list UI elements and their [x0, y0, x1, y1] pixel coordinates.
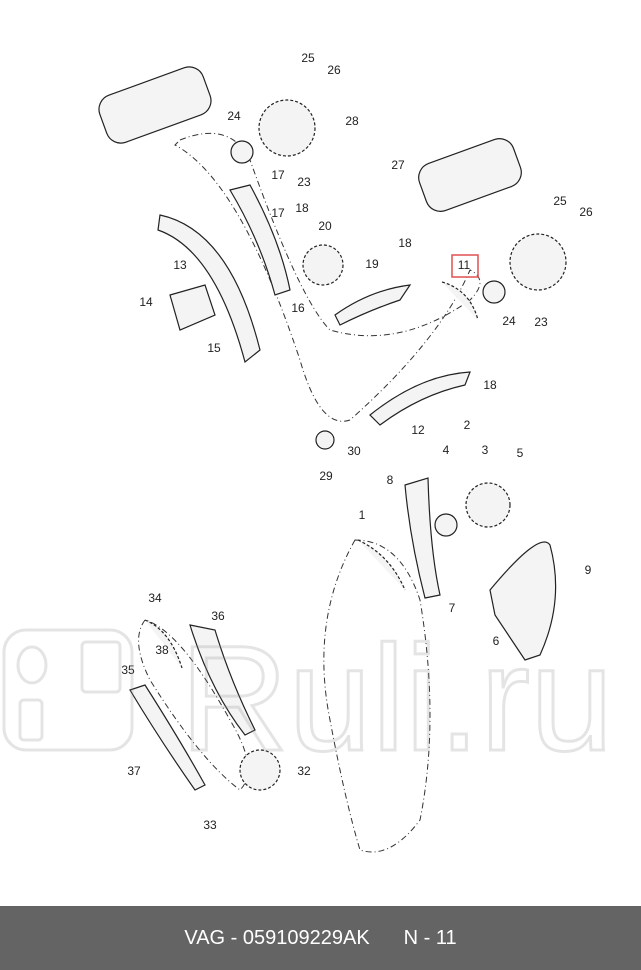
callout-label-18: 18: [483, 378, 497, 392]
callout-label-38: 38: [155, 643, 169, 657]
callout-label-19: 19: [365, 257, 379, 271]
gear-ring: [434, 513, 458, 537]
upper-timing-chain: [174, 132, 481, 422]
callout-label-30: 30: [347, 444, 361, 458]
callout-label-25: 25: [301, 51, 315, 65]
part-number: VAG - 059109229AK: [184, 926, 370, 949]
guide-rail-36: [189, 624, 256, 736]
callout-label-36: 36: [211, 609, 225, 623]
callout-label-23: 23: [297, 175, 311, 189]
callout-label-27: 27: [391, 158, 405, 172]
callout-label-18: 18: [295, 201, 309, 215]
callout-label-18: 18: [398, 236, 412, 250]
callout-label-4: 4: [443, 443, 450, 457]
callout-label-6: 6: [493, 634, 500, 648]
callout-label-8: 8: [387, 473, 394, 487]
callout-label-7: 7: [449, 601, 456, 615]
chain-section-34: [144, 619, 183, 669]
callout-label-37: 37: [127, 764, 141, 778]
callout-label-29: 29: [319, 469, 333, 483]
parts: [98, 66, 567, 791]
callout-label-24: 24: [227, 109, 241, 123]
tensioning-rail-13: [157, 214, 261, 364]
tensioning-rail-4: [404, 477, 441, 599]
callout-label-2: 2: [464, 418, 471, 432]
guide-rail-19: [334, 284, 412, 326]
chain-tensioner-14: [169, 284, 216, 331]
oil-pump-sprocket: [239, 749, 281, 791]
adjuster-hub-left: [230, 140, 254, 164]
tensioning-rail-35: [129, 684, 206, 791]
callout-label-11: 11: [458, 258, 471, 272]
callout-label-16: 16: [291, 301, 305, 315]
diagram-position: N - 11: [403, 926, 457, 949]
camshaft-sprocket-right: [509, 233, 567, 291]
callout-label-12: 12: [411, 423, 425, 437]
chain-section-1: [357, 539, 406, 591]
callout-label-5: 5: [517, 446, 524, 460]
chain-section-11: [441, 281, 479, 321]
callout-label-35: 35: [121, 663, 135, 677]
bearing-pin: [315, 430, 335, 450]
callout-label-15: 15: [207, 341, 221, 355]
guide-rail-12: [369, 371, 471, 426]
highlight-box: [451, 254, 479, 278]
callout-label-26: 26: [579, 205, 593, 219]
callout-label-17: 17: [271, 168, 285, 182]
callout-label-3: 3: [482, 443, 489, 457]
intermediate-sprocket: [302, 244, 344, 286]
callout-label-14: 14: [139, 295, 153, 309]
crankshaft-sprocket: [465, 482, 511, 528]
chain-loops: [138, 132, 481, 853]
callout-label-9: 9: [585, 563, 592, 577]
callout-label-17: 17: [271, 206, 285, 220]
callout-label-28: 28: [345, 114, 359, 128]
callout-label-20: 20: [318, 219, 332, 233]
callout-label-32: 32: [297, 764, 311, 778]
callout-label-26: 26: [327, 63, 341, 77]
tensioner-6: [489, 541, 557, 661]
callout-label-1: 1: [359, 508, 366, 522]
adjuster-hub-right: [482, 280, 506, 304]
lower-timing-chain: [323, 539, 431, 853]
camshaft-right: [418, 138, 522, 212]
footer-bar: VAG - 059109229AK N - 11: [0, 906, 641, 970]
guide-rail-16: [229, 184, 291, 296]
camshaft-sprocket-left: [258, 99, 316, 157]
callout-label-23: 23: [534, 315, 548, 329]
callout-label-13: 13: [173, 258, 187, 272]
callout-label-24: 24: [502, 314, 516, 328]
callout-label-33: 33: [203, 818, 217, 832]
callout-label-34: 34: [148, 591, 162, 605]
callout-label-25: 25: [553, 194, 567, 208]
camshaft-left: [98, 66, 212, 144]
